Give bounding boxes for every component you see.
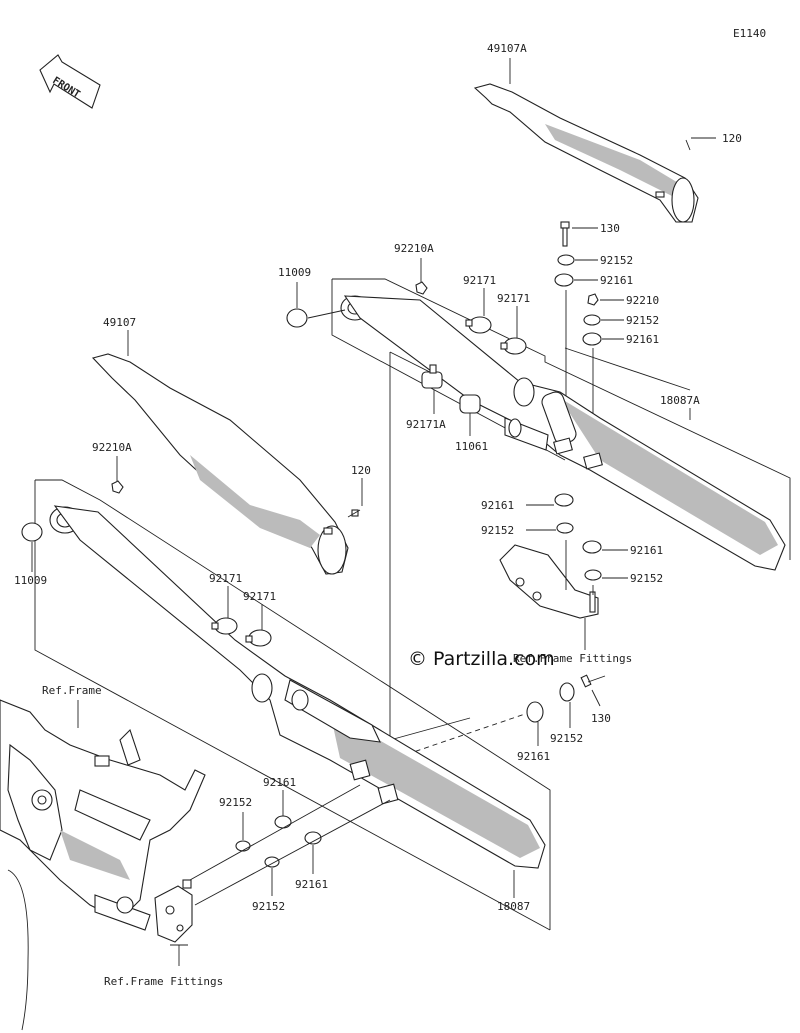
washer-92152-g — [264, 856, 280, 868]
label-92161-d: 92161 — [630, 544, 663, 557]
nut-92210 — [587, 293, 599, 306]
grommet-92161-b — [582, 332, 602, 346]
label-92171-b: 92171 — [497, 292, 530, 305]
label-92171A: 92171A — [406, 418, 446, 431]
label-49107: 49107 — [103, 316, 136, 329]
label-92210A-top: 92210A — [394, 242, 434, 255]
diagram-code: E1140 — [733, 27, 766, 40]
label-92161-a: 92161 — [600, 274, 633, 287]
grommet-92161-d — [582, 540, 602, 554]
label-92152-f: 92152 — [219, 796, 252, 809]
washer-92152-d — [584, 569, 602, 581]
front-arrow-icon: FRONT — [39, 54, 101, 109]
label-120-top: 120 — [722, 132, 742, 145]
nut-92210A-left — [111, 480, 124, 494]
label-92171-a: 92171 — [463, 274, 496, 287]
clamp-92171-a — [465, 316, 492, 334]
label-92210: 92210 — [626, 294, 659, 307]
label-11061: 11061 — [455, 440, 488, 453]
motorcycle-frame — [0, 699, 206, 1031]
label-130-top: 130 — [600, 222, 620, 235]
label-ref-frame: Ref.Frame — [42, 684, 102, 697]
clamp-92171-d — [245, 629, 272, 647]
label-92152-e: 92152 — [550, 732, 583, 745]
heat-shield-upper — [473, 83, 699, 223]
heat-shield-lower — [91, 353, 349, 575]
nut-92210A-top — [415, 281, 428, 295]
label-92171-d: 92171 — [243, 590, 276, 603]
frame-bracket-left — [154, 879, 193, 943]
washer-92152-a — [557, 254, 575, 266]
label-11009-left: 11009 — [14, 574, 47, 587]
washer-92152-e — [559, 682, 575, 702]
clamp-92171A — [421, 364, 443, 389]
label-92171-c: 92171 — [209, 572, 242, 585]
label-92152-a: 92152 — [600, 254, 633, 267]
screw-120-mid — [347, 509, 361, 518]
sleeve-11061 — [459, 394, 481, 414]
label-92210A-left: 92210A — [92, 441, 132, 454]
bolt-130-mid — [580, 674, 606, 688]
gasket-11009-left — [21, 522, 43, 542]
label-92161-c: 92161 — [481, 499, 514, 512]
copyright-watermark: © Partzilla.com — [408, 648, 555, 670]
label-92161-f: 92161 — [263, 776, 296, 789]
label-92161-g: 92161 — [295, 878, 328, 891]
washer-92152-f — [235, 840, 251, 852]
label-130-mid: 130 — [591, 712, 611, 725]
label-92161-b: 92161 — [626, 333, 659, 346]
grommet-92161-f — [274, 815, 292, 829]
clamp-92171-c — [211, 617, 238, 635]
frame-bracket-right — [499, 544, 599, 619]
grommet-92161-c — [554, 493, 574, 507]
label-ref-frame-fittings-left: Ref.Frame Fittings — [104, 975, 223, 988]
label-92152-d: 92152 — [630, 572, 663, 585]
grommet-92161-a — [554, 273, 574, 287]
muffler-upper-18087A — [340, 295, 786, 571]
gasket-11009-top — [286, 308, 308, 328]
washer-92152-c — [556, 522, 574, 534]
washer-92152-b — [583, 314, 601, 326]
muffler-lower-18087 — [49, 505, 546, 869]
grommet-92161-e — [526, 701, 544, 723]
grommet-92161-g — [304, 831, 322, 845]
label-92152-b: 92152 — [626, 314, 659, 327]
bolt-130-top — [560, 221, 570, 247]
label-92152-c: 92152 — [481, 524, 514, 537]
label-49107A: 49107A — [487, 42, 527, 55]
label-18087: 18087 — [497, 900, 530, 913]
label-92152-g: 92152 — [252, 900, 285, 913]
label-ref-frame-fittings-right: Ref.Frame Fittings — [513, 652, 632, 665]
label-18087A: 18087A — [660, 394, 700, 407]
label-120-mid: 120 — [351, 464, 371, 477]
clamp-92171-b — [500, 337, 527, 355]
label-92161-e: 92161 — [517, 750, 550, 763]
label-11009-top: 11009 — [278, 266, 311, 279]
